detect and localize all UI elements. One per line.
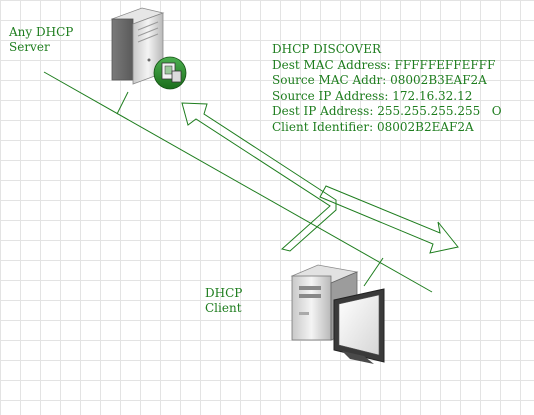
field-label: Dest MAC Address: bbox=[272, 57, 391, 72]
field-value: 08002B2EAF2A bbox=[376, 119, 474, 134]
field-value: 255.255.255.255 O bbox=[377, 104, 502, 118]
field-label: Source IP Address: bbox=[272, 88, 389, 103]
client-label-line2: Client bbox=[205, 301, 242, 315]
packet-field-client-id: Client Identifier: 08002B2EAF2A bbox=[272, 120, 502, 136]
field-value: FFFFFEFFEFFF bbox=[394, 57, 496, 72]
field-label: Dest IP Address: bbox=[272, 104, 374, 118]
packet-field-source-mac: Source MAC Addr: 08002B3EAF2A bbox=[272, 73, 502, 89]
server-label-line1: Any DHCP bbox=[9, 25, 74, 39]
server-icon bbox=[110, 7, 187, 90]
packet-field-dest-ip: Dest IP Address: 255.255.255.255 O bbox=[272, 104, 502, 120]
client-drop-line bbox=[363, 257, 384, 287]
packet-field-source-ip: Source IP Address: 172.16.32.12 bbox=[272, 89, 502, 105]
packet-info: DHCP DISCOVER Dest MAC Address: FFFFFEFF… bbox=[272, 42, 502, 135]
server-drop-line bbox=[116, 91, 129, 115]
packet-field-dest-mac: Dest MAC Address: FFFFFEFFEFFF bbox=[272, 58, 502, 74]
packet-flow-arrow bbox=[181, 102, 459, 254]
network-line bbox=[43, 71, 433, 293]
packet-title: DHCP DISCOVER bbox=[272, 42, 382, 56]
field-value: 08002B3EAF2A bbox=[390, 73, 487, 87]
desktop-computer-icon bbox=[290, 264, 385, 364]
field-label: Client Identifier: bbox=[272, 119, 374, 134]
field-label: Source MAC Addr: bbox=[272, 73, 387, 87]
server-label-line2: Server bbox=[9, 40, 50, 54]
field-value: 172.16.32.12 bbox=[392, 88, 473, 103]
client-label-line1: DHCP bbox=[205, 286, 243, 300]
